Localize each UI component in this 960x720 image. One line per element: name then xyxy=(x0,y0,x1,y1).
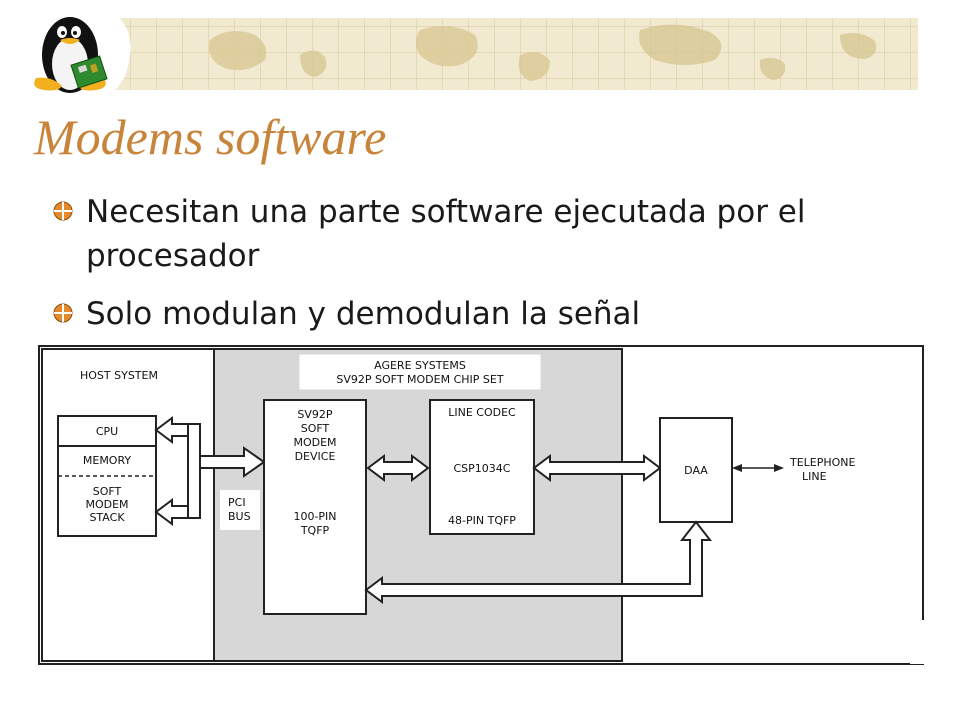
world-map-icon xyxy=(209,24,877,81)
line-codec-package: 48-PIN TQFP xyxy=(448,514,516,527)
device-label-line: SV92P xyxy=(297,408,333,421)
chip-set-label-line: SV92P SOFT MODEM CHIP SET xyxy=(336,373,503,386)
line-codec-part: CSP1034C xyxy=(454,462,511,475)
device-label-line: SOFT xyxy=(301,422,330,435)
bullet-item: Solo modulan y demodulan la señal xyxy=(52,292,932,336)
header-banner xyxy=(0,0,918,100)
tux-logo xyxy=(34,17,108,93)
telephone-line-arrow xyxy=(732,464,784,472)
host-system-label: HOST SYSTEM xyxy=(80,369,158,382)
pci-bus-box xyxy=(220,490,260,530)
bullet-icon xyxy=(53,201,73,221)
line-codec-block xyxy=(429,399,535,535)
slide-title: Modems software xyxy=(34,109,387,165)
device-label-line: 100-PIN xyxy=(293,510,336,523)
bullet-text: Solo modulan y demodulan la señal xyxy=(86,296,641,332)
device-label-line: DEVICE xyxy=(295,450,336,463)
device-codec-arrow xyxy=(366,454,430,482)
daa-block xyxy=(659,417,733,523)
pci-bus-label-line: BUS xyxy=(228,510,251,523)
stack-label-line: MODEM xyxy=(85,498,128,511)
cpu-label: CPU xyxy=(96,425,118,438)
device-label-line: MODEM xyxy=(293,436,336,449)
host-bus-arrows xyxy=(154,416,266,526)
line-codec-title: LINE CODEC xyxy=(448,406,516,419)
bullet-text: Necesitan una parte software ejecutada p… xyxy=(86,194,806,274)
stack-label-line: SOFT xyxy=(93,485,122,498)
bullet-icon xyxy=(53,303,73,323)
telephone-line-label-line: LINE xyxy=(802,470,827,483)
memory-label: MEMORY xyxy=(83,454,132,467)
chip-set-label-box xyxy=(299,354,541,390)
pci-bus-label-line: PCI xyxy=(228,496,246,509)
daa-device-return-arrow xyxy=(364,520,713,604)
device-label-line: TQFP xyxy=(300,524,330,537)
chip-set-label-line: AGERE SYSTEMS xyxy=(374,359,466,372)
soft-modem-device-block xyxy=(263,399,367,615)
telephone-line-label-line: TELEPHONE xyxy=(789,456,856,469)
daa-label: DAA xyxy=(684,464,708,477)
stack-label-line: STACK xyxy=(89,511,125,524)
bullet-list: Necesitan una parte software ejecutada p… xyxy=(52,190,932,350)
bullet-item: Necesitan una parte software ejecutada p… xyxy=(52,190,932,278)
soft-modem-block-diagram: HOST SYSTEM AGERE SYSTEMS SV92P SOFT MOD… xyxy=(38,345,924,665)
